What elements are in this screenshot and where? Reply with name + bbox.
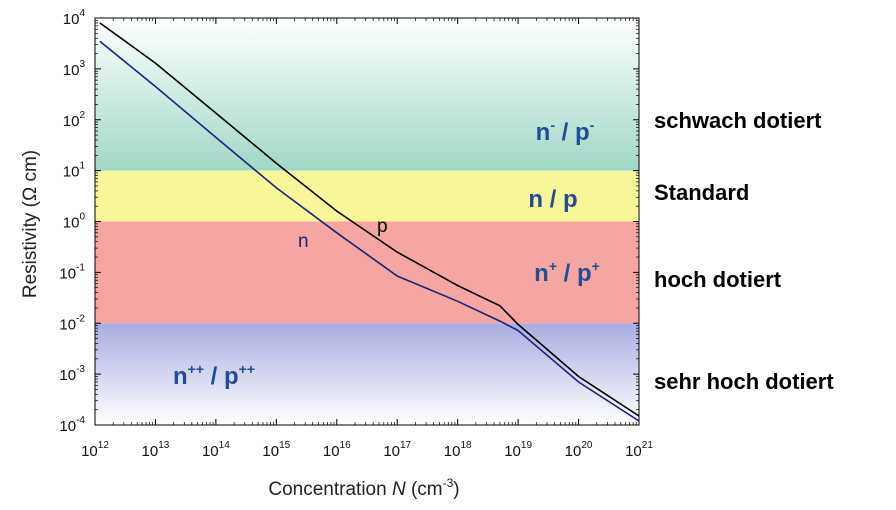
x-axis-label-unit-exp: -3 bbox=[443, 476, 454, 490]
x-axis-label: Concentration N (cm-3) bbox=[268, 476, 459, 500]
x-axis-label-prefix: Concentration bbox=[268, 479, 392, 500]
x-tick-label: 1020 bbox=[565, 440, 593, 460]
y-tick-label: 10-4 bbox=[59, 415, 85, 435]
y-tick-label: 10-3 bbox=[59, 364, 85, 384]
series-label-n: n bbox=[298, 231, 309, 252]
y-tick-label: 10-2 bbox=[59, 313, 85, 333]
x-tick-label: 1015 bbox=[262, 440, 290, 460]
side-label-3: sehr hoch dotiert bbox=[654, 369, 834, 394]
y-tick-label: 102 bbox=[63, 110, 86, 130]
series-line-n bbox=[99, 40, 640, 422]
doping-bands bbox=[95, 18, 639, 425]
x-tick-label: 1014 bbox=[202, 440, 230, 460]
x-axis-label-var: N bbox=[392, 479, 406, 500]
x-axis-label-unit: (cm bbox=[406, 479, 443, 500]
x-tick-label: 1018 bbox=[444, 440, 472, 460]
x-tick-label: 1021 bbox=[625, 440, 653, 460]
region-label-1: n / p bbox=[528, 186, 577, 213]
y-axis-label: Resistivity (Ω cm) bbox=[20, 150, 41, 298]
y-tick-label: 104 bbox=[63, 8, 86, 28]
region-labels: n- / p-n / p n+ / p+ n++ / p++ bbox=[173, 117, 600, 390]
band-1 bbox=[95, 170, 639, 222]
x-axis-label-close: ) bbox=[453, 479, 459, 500]
side-label-2: hoch dotiert bbox=[654, 267, 782, 292]
side-label-0: schwach dotiert bbox=[654, 108, 822, 133]
x-tick-label: 1017 bbox=[383, 440, 411, 460]
x-tick-label: 1013 bbox=[142, 440, 170, 460]
region-label-2: n+ / p+ bbox=[534, 258, 600, 287]
band-2 bbox=[95, 221, 639, 324]
side-label-1: Standard bbox=[654, 180, 750, 205]
band-0 bbox=[95, 18, 639, 171]
region-label-3: n++ / p++ bbox=[173, 361, 255, 390]
y-tick-label: 103 bbox=[63, 59, 86, 79]
y-tick-label: 10-1 bbox=[59, 262, 85, 282]
x-tick-label: 1019 bbox=[504, 440, 532, 460]
x-tick-label: 1012 bbox=[81, 440, 109, 460]
x-tick-label: 1016 bbox=[323, 440, 351, 460]
y-tick-label: 100 bbox=[63, 212, 86, 232]
y-tick-label: 101 bbox=[63, 161, 86, 181]
region-label-0: n- / p- bbox=[536, 117, 595, 146]
series-line-p bbox=[99, 22, 640, 417]
band-3 bbox=[95, 323, 639, 425]
curves: pn bbox=[99, 22, 640, 422]
series-label-p: p bbox=[377, 216, 388, 237]
